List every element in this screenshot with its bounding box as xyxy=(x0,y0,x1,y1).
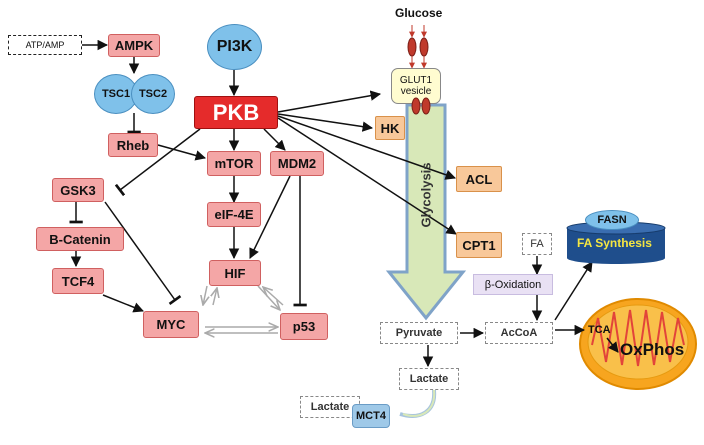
tsc1-node: TSC1 xyxy=(94,74,138,114)
fa-node: FA xyxy=(522,233,552,255)
p53-node: p53 xyxy=(280,313,328,340)
gsk3-node: GSK3 xyxy=(52,178,104,202)
hk-node: HK xyxy=(375,116,405,140)
mdm2-node: MDM2 xyxy=(270,151,324,176)
mct4-node: MCT4 xyxy=(352,404,390,428)
myc-node: MYC xyxy=(143,311,199,338)
pyruvate-node: Pyruvate xyxy=(380,322,458,344)
lactate-inner-node: Lactate xyxy=(399,368,459,390)
glucose-label: Glucose xyxy=(395,6,443,20)
tcf4-node: TCF4 xyxy=(52,268,104,294)
glycolysis-label: Glycolysis xyxy=(418,162,434,228)
pkb-node: PKB xyxy=(194,96,278,129)
cpt1-node: CPT1 xyxy=(456,232,502,258)
rheb-node: Rheb xyxy=(108,133,158,157)
atp-amp-node: ATP/AMP xyxy=(8,35,82,55)
oxphos-label: OxPhos xyxy=(620,340,685,359)
eif4e-node: eIF-4E xyxy=(207,202,261,227)
glut1-transporter-icon xyxy=(411,97,431,115)
pi3k-node: PI3K xyxy=(207,24,262,70)
mtor-node: mTOR xyxy=(207,151,261,176)
ampk-node: AMPK xyxy=(108,34,160,57)
tca-label: TCA xyxy=(588,324,611,336)
fasn-node: FASN xyxy=(585,210,639,230)
fa-synthesis-label: FA Synthesis xyxy=(577,236,652,250)
glut1-label: GLUT1 xyxy=(399,75,433,86)
glycolysis-arrow-shape xyxy=(385,103,467,321)
acl-node: ACL xyxy=(456,166,502,192)
accoa-node: AcCoA xyxy=(485,322,553,344)
beta-oxidation-node: β-Oxidation xyxy=(473,274,553,295)
vesicle-label: vesicle xyxy=(400,86,432,97)
mitochondrion-shape xyxy=(579,298,697,390)
hif-node: HIF xyxy=(209,260,261,286)
lactate-outer-node: Lactate xyxy=(300,396,360,418)
b-catenin-node: B-Catenin xyxy=(36,227,124,251)
tsc2-node: TSC2 xyxy=(131,74,175,114)
